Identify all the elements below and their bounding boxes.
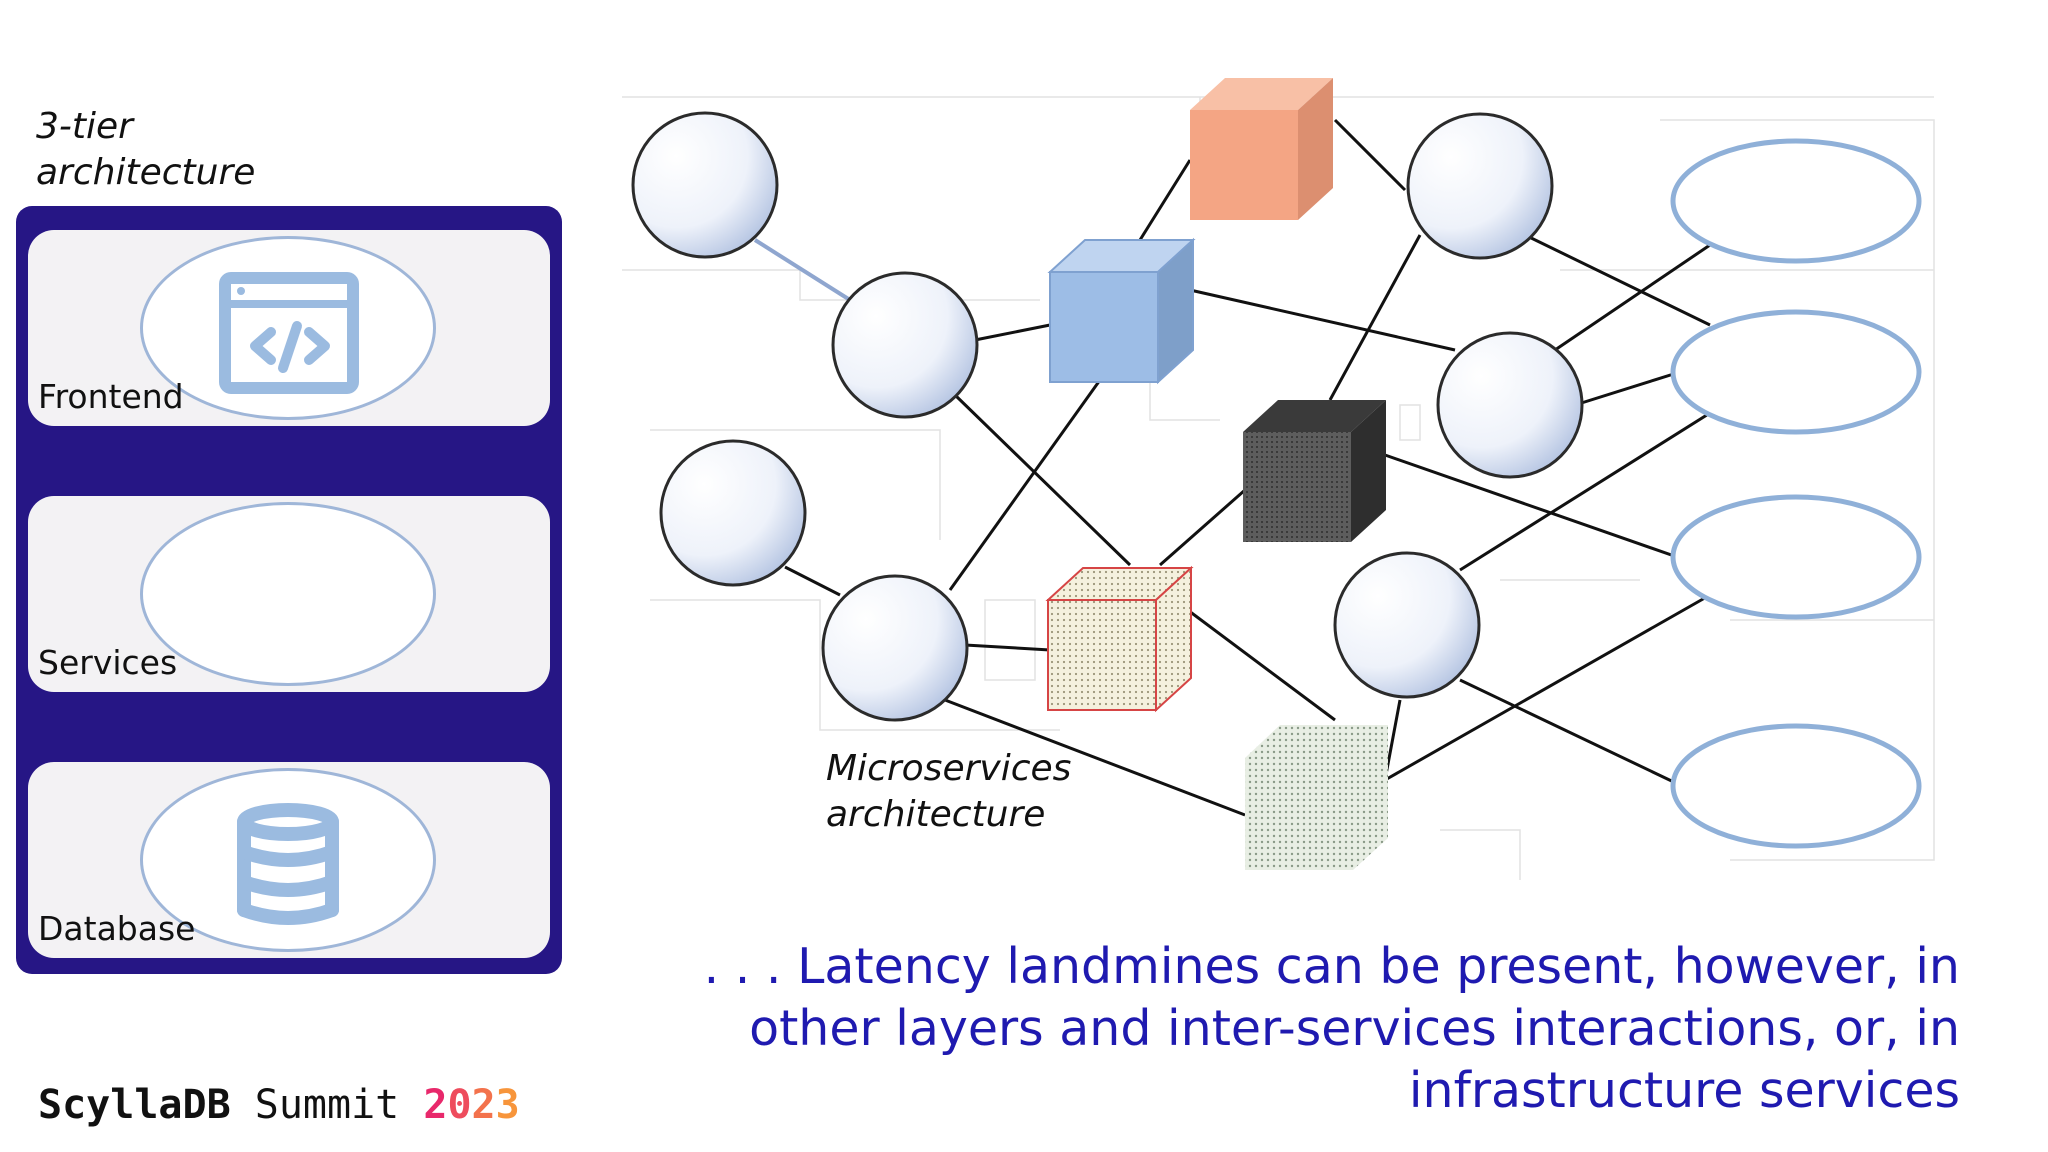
cube-red-outline bbox=[1045, 565, 1194, 713]
cube-gray bbox=[1243, 400, 1386, 542]
tier-services: Services bbox=[28, 496, 550, 692]
service-circle-5 bbox=[1406, 112, 1554, 260]
service-oval-1 bbox=[1670, 138, 1922, 264]
cube-green-dotted bbox=[1245, 725, 1388, 870]
brand-year: 2023 bbox=[423, 1082, 519, 1128]
database-icon bbox=[237, 803, 339, 925]
service-ovals bbox=[1670, 138, 1922, 849]
tier-database: Database bbox=[28, 762, 550, 958]
brand-event: Summit bbox=[254, 1082, 400, 1128]
three-tier-panel: Frontend Services Database bbox=[16, 206, 562, 974]
connection-lines bbox=[753, 118, 1711, 817]
service-circle-4 bbox=[821, 574, 969, 722]
cube-blue bbox=[1047, 237, 1196, 385]
service-circle-2 bbox=[831, 271, 979, 419]
service-oval-2 bbox=[1670, 309, 1922, 435]
service-circle-3 bbox=[659, 439, 807, 587]
brand-name: ScyllaDB bbox=[38, 1082, 231, 1128]
microservices-label: Microservices architecture bbox=[826, 748, 1072, 835]
service-circles bbox=[631, 111, 1584, 722]
tier-label-frontend: Frontend bbox=[38, 377, 184, 416]
brand-logo: ScyllaDB Summit 2023 bbox=[38, 1082, 520, 1128]
caption-text: . . . Latency landmines can be present, … bbox=[703, 938, 1960, 1119]
services-oval bbox=[140, 502, 436, 686]
brand-year-digit: 3 bbox=[495, 1082, 520, 1128]
brand-year-digit: 2 bbox=[471, 1082, 496, 1128]
cube-orange bbox=[1190, 78, 1333, 220]
service-circle-6 bbox=[1436, 331, 1584, 479]
brand-year-digit: 0 bbox=[447, 1082, 472, 1128]
service-circle-1 bbox=[631, 111, 779, 259]
three-tier-title: 3-tier architecture bbox=[36, 106, 256, 193]
tier-label-database: Database bbox=[38, 909, 196, 948]
code-window-icon bbox=[219, 272, 359, 394]
service-circle-7 bbox=[1333, 551, 1481, 699]
brand-year-digit: 2 bbox=[423, 1082, 448, 1128]
tier-label-services: Services bbox=[38, 643, 178, 682]
tier-frontend: Frontend bbox=[28, 230, 550, 426]
service-oval-3 bbox=[1670, 494, 1922, 620]
service-oval-4 bbox=[1670, 723, 1922, 849]
